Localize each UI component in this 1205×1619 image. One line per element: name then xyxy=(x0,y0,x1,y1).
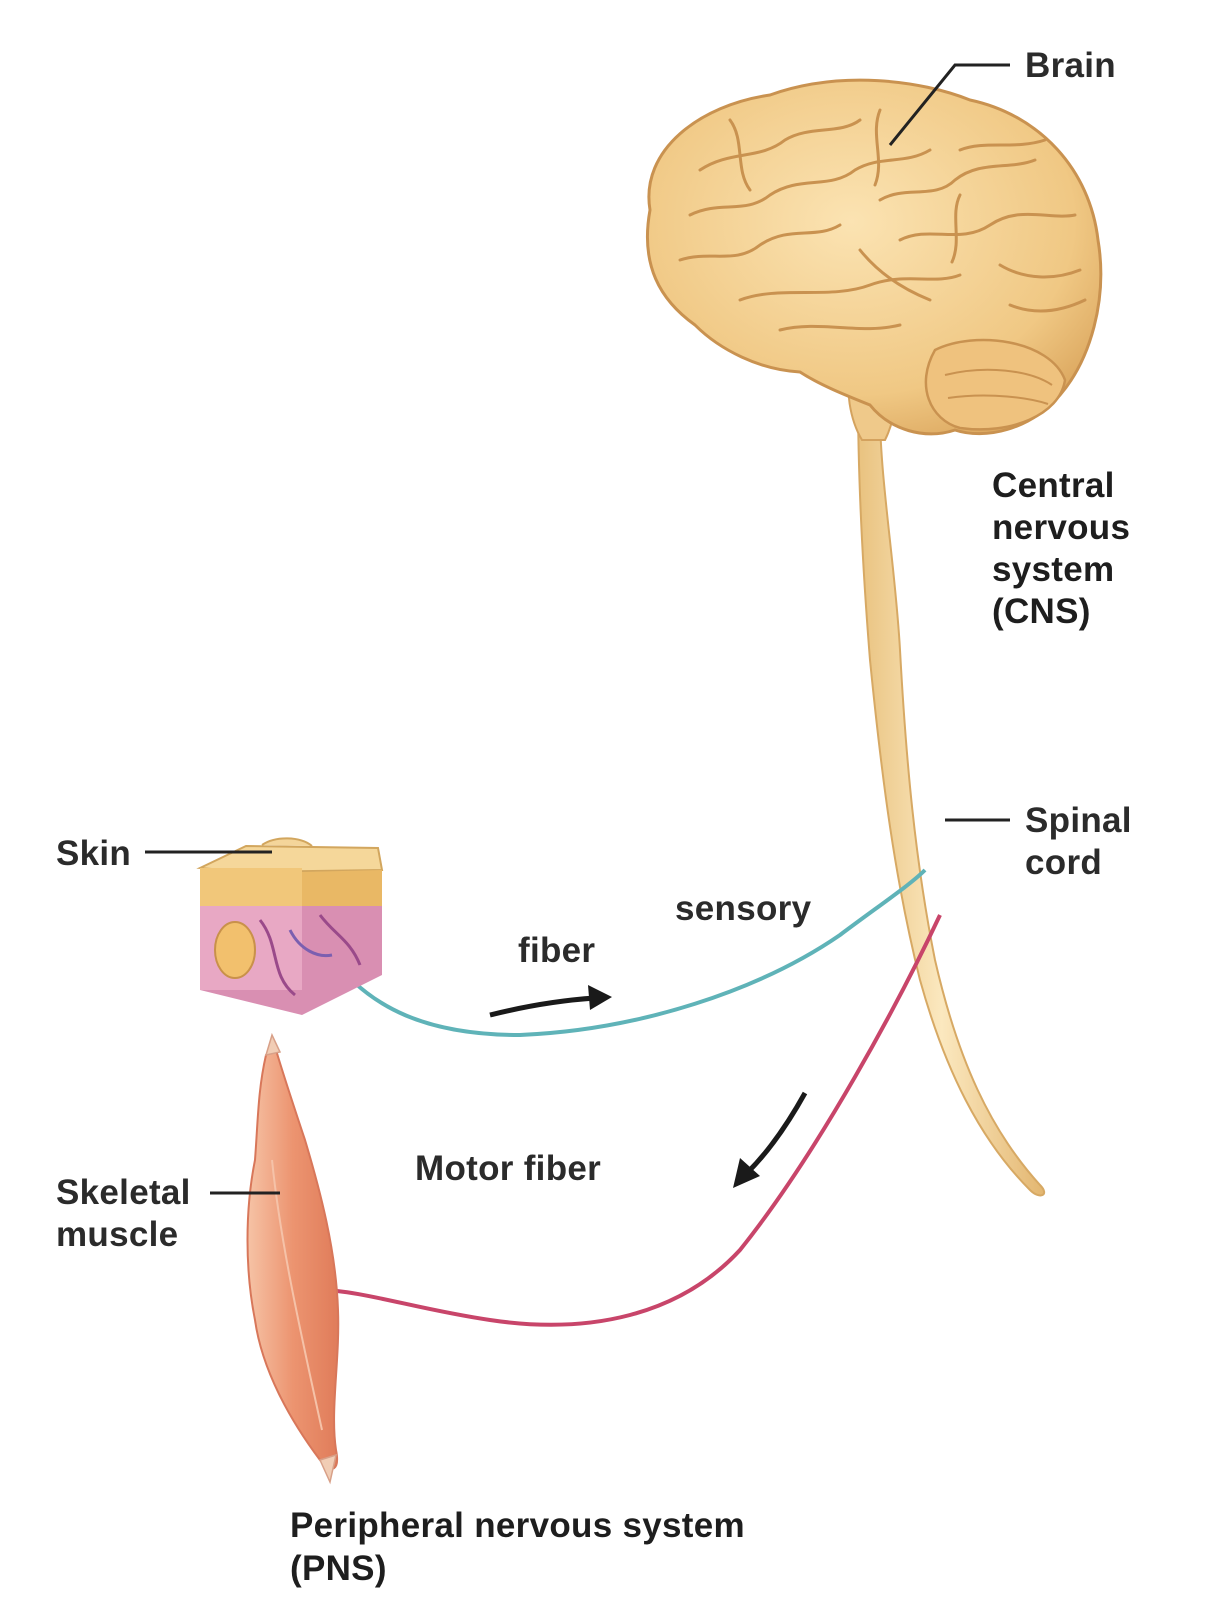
motor-fiber xyxy=(319,914,942,1327)
label-skeletal-muscle-2: muscle xyxy=(56,1215,179,1254)
label-cns-4: (CNS) xyxy=(992,592,1091,631)
label-skin: Skin xyxy=(56,834,132,873)
spinal-cord xyxy=(856,394,1046,1197)
label-brain: Brain xyxy=(1025,46,1116,85)
label-cns-3: system xyxy=(992,550,1115,589)
label-cns-2: nervous xyxy=(992,508,1131,547)
label-pns-1: Peripheral nervous system xyxy=(290,1506,745,1545)
skin-block-icon xyxy=(196,837,384,1015)
sensory-fiber xyxy=(328,868,927,1038)
brain-icon xyxy=(645,78,1103,436)
arrow-right-icon xyxy=(489,985,612,1018)
muscle-icon xyxy=(246,1032,340,1485)
arrow-down-left-icon xyxy=(733,1091,808,1188)
leader-lines xyxy=(145,63,1010,1195)
label-skeletal-muscle-1: Skeletal xyxy=(56,1173,191,1212)
label-spinal-cord-1: Spinal xyxy=(1025,801,1132,840)
label-cns-1: Central xyxy=(992,466,1115,505)
label-pns-2: (PNS) xyxy=(290,1549,387,1588)
label-sensory: sensory xyxy=(675,889,812,928)
label-fiber: fiber xyxy=(518,931,596,970)
label-spinal-cord-2: cord xyxy=(1025,843,1103,882)
label-motor-fiber: Motor fiber xyxy=(415,1149,602,1188)
